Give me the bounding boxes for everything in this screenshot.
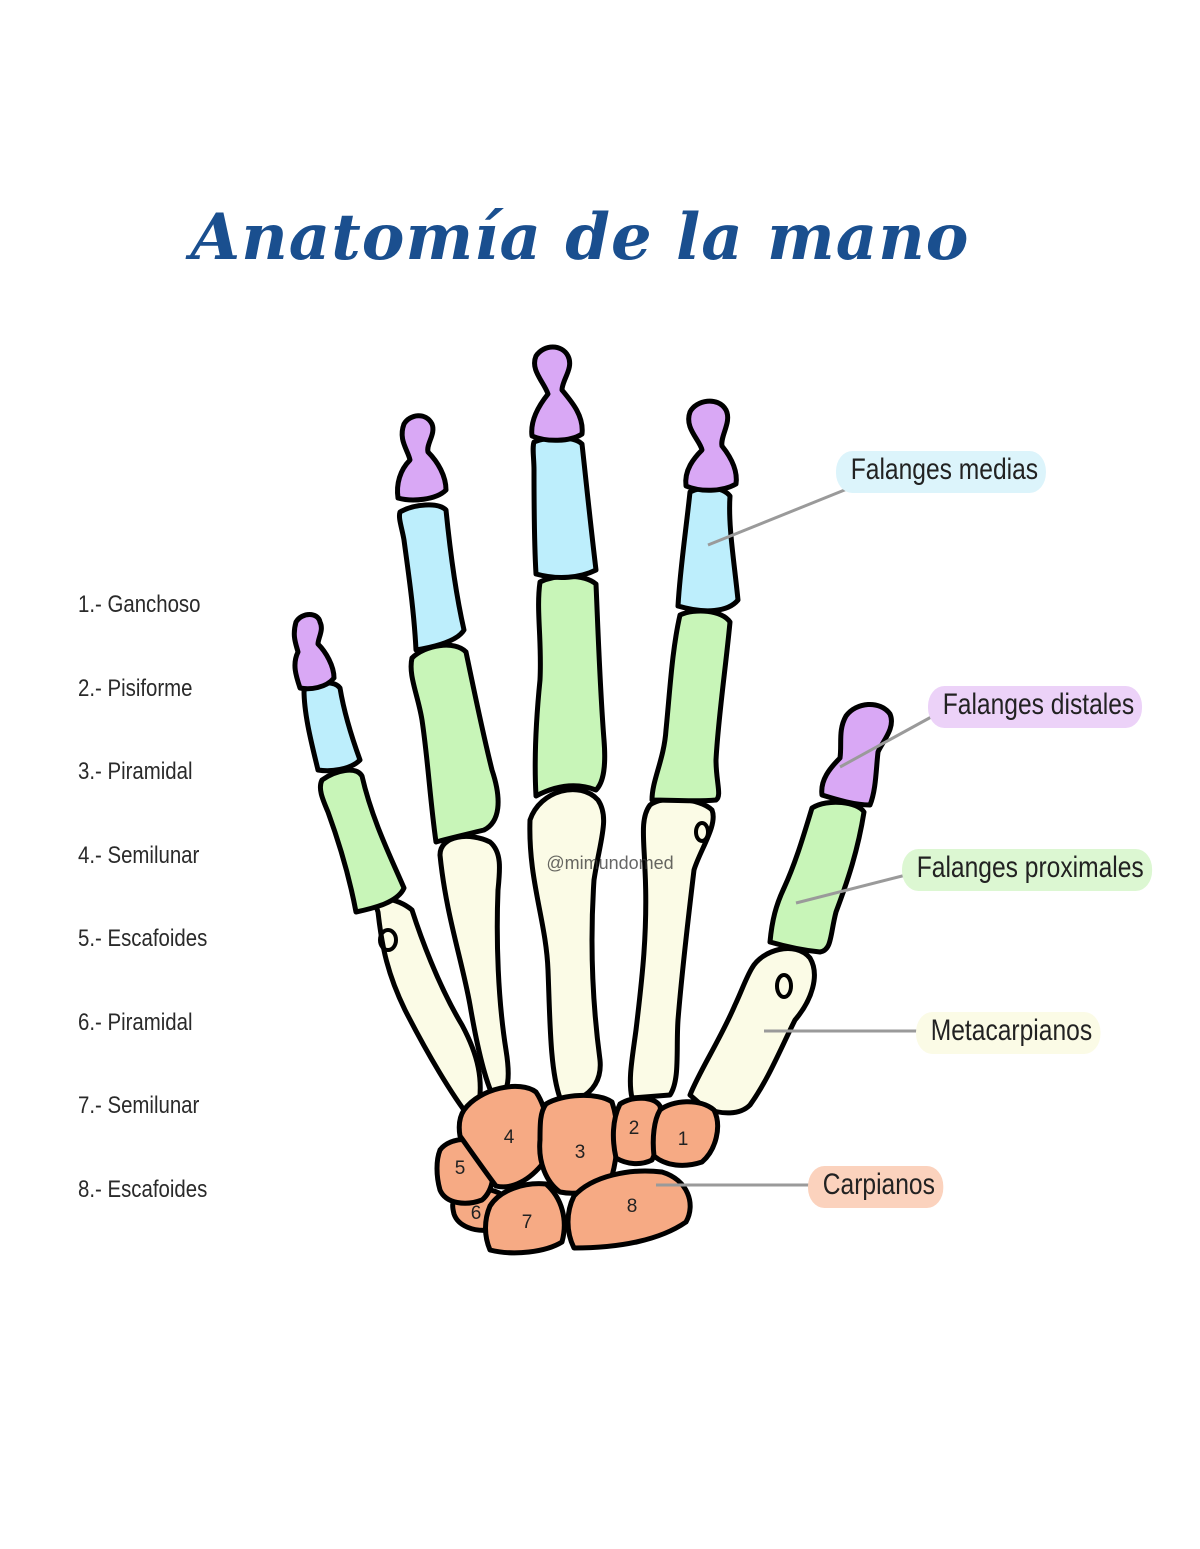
distal-phalanx-ring <box>395 413 449 503</box>
leader-line-middle <box>707 485 853 547</box>
proximal-phalanges <box>317 573 867 955</box>
metacarpal-thumb <box>687 946 817 1116</box>
proximal-phalanx-ring <box>408 642 501 845</box>
callout-proximal-phalanges: Falanges proximales <box>902 849 1152 891</box>
carpal-number-8: 8 <box>627 1196 638 1217</box>
middle-phalanx-middle <box>530 435 599 580</box>
carpal-bone-4 <box>456 1083 551 1190</box>
distal-phalanx-little <box>291 612 337 692</box>
nutrient-foramen-little <box>378 928 398 952</box>
metacarpal-index <box>627 796 716 1101</box>
carpal-number-1: 1 <box>678 1129 689 1150</box>
legend-item-6: 6.- Piramidal <box>78 1008 193 1036</box>
distal-phalanx-index <box>683 398 739 493</box>
proximal-phalanx-middle <box>532 573 608 799</box>
leader-line-distal <box>839 708 945 769</box>
callout-carpals: Carpianos <box>808 1166 944 1208</box>
metacarpal-middle <box>527 787 607 1101</box>
distal-phalanx-thumb <box>819 702 894 808</box>
legend-item-2: 2.- Pisiforme <box>78 674 193 702</box>
legend-item-5: 5.- Escafoides <box>78 925 208 952</box>
leader-lines <box>656 485 945 1187</box>
carpal-bone-7 <box>483 1181 567 1256</box>
nutrient-foramen-thumb <box>775 973 793 999</box>
carpal-number-5: 5 <box>455 1158 466 1179</box>
proximal-phalanx-thumb <box>767 799 867 955</box>
legend-item-4: 4.- Semilunar <box>78 841 200 869</box>
proximal-phalanx-little <box>317 767 407 915</box>
middle-phalanges <box>301 435 741 774</box>
carpals <box>434 1083 720 1256</box>
middle-phalanx-little <box>301 680 363 774</box>
distal-phalanges <box>291 344 894 808</box>
callout-distal-phalanges: Falanges distales <box>928 686 1143 728</box>
carpal-number-7: 7 <box>522 1212 533 1233</box>
carpal-number-6: 6 <box>471 1203 482 1224</box>
carpal-number-2: 2 <box>629 1118 640 1139</box>
carpal-bone-1 <box>650 1099 720 1168</box>
legend-item-7: 7.- Semilunar <box>78 1092 200 1119</box>
carpal-bone-8 <box>565 1168 693 1251</box>
callout-metacarpals: Metacarpianos <box>916 1012 1101 1054</box>
middle-phalanx-ring <box>397 502 467 653</box>
proximal-phalanx-index <box>649 608 733 804</box>
page-title: Anatomía de la mano <box>190 200 970 275</box>
legend-item-8: 8.- Escafoides <box>78 1175 208 1203</box>
carpal-bone-2 <box>610 1095 665 1167</box>
carpal-legend: 1.- Ganchoso 2.- Pisiforme 3.- Piramidal… <box>78 590 230 1258</box>
carpal-number-3: 3 <box>575 1142 586 1163</box>
metacarpal-ring <box>437 833 511 1103</box>
metacarpals <box>374 787 817 1121</box>
distal-phalanx-middle <box>529 344 585 443</box>
metacarpal-little <box>374 896 483 1121</box>
middle-phalanx-index <box>675 485 741 614</box>
watermark-text: @mimundomed <box>546 853 673 873</box>
legend-item-1: 1.- Ganchoso <box>78 591 201 618</box>
nutrient-foramen-index <box>694 821 710 843</box>
legend-item-3: 3.- Piramidal <box>78 758 193 785</box>
leader-line-proximal <box>795 871 915 905</box>
carpal-number-4: 4 <box>504 1127 515 1148</box>
callout-middle-phalanges: Falanges medias <box>836 451 1047 493</box>
